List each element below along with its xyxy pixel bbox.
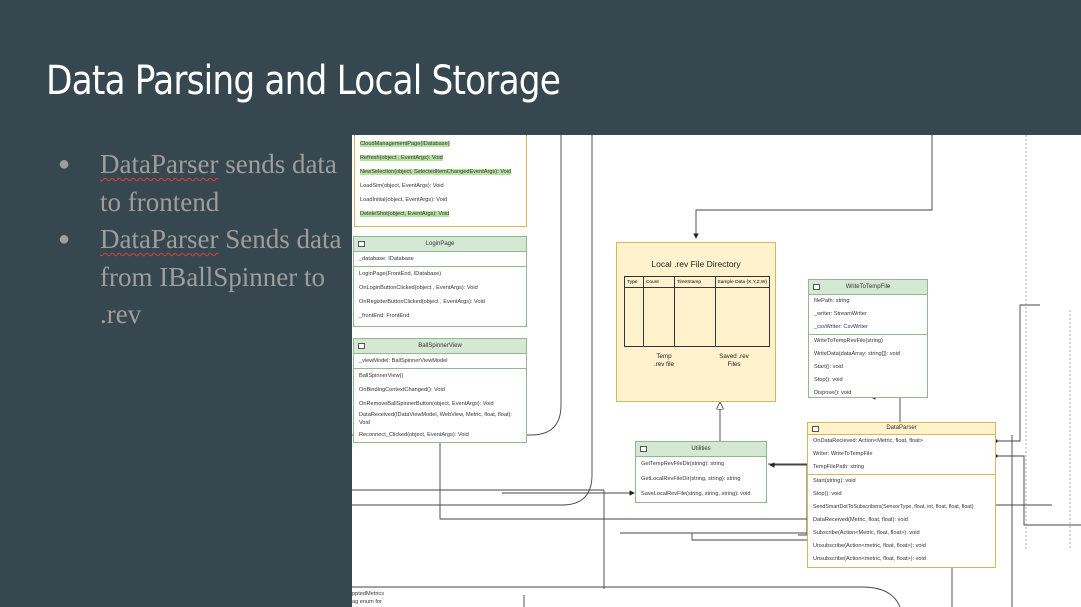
data-parser-class: DataParser OnDataRecieved: Action<Metric… <box>807 422 996 568</box>
class-field: TempFilePath: string <box>813 464 864 470</box>
collapse-icon <box>358 343 365 349</box>
class-method: BallSpinnerView() <box>359 373 404 379</box>
class-method: GetLocalRevFileDir(string, string): stri… <box>641 476 741 482</box>
column-header: Count <box>642 276 675 288</box>
class-member: DeleteShot(object, EventArgs): Void <box>360 211 450 217</box>
bullet-text: sends data to frontend <box>100 149 337 217</box>
class-method: OnRegisterButtonClicked(object , EventAr… <box>359 299 485 305</box>
class-field: _csvWriter: CsvWriter <box>814 324 868 330</box>
class-field: _viewModel: BallSpinnerViewModel <box>359 358 448 364</box>
file-directory-title: Local .rev File Directory <box>651 259 741 269</box>
class-method: OnLoginButtonClicked(object , EventArgs)… <box>359 285 478 291</box>
class-diagram: CloudManagementPage(IDatabase) Refresh(o… <box>352 135 1081 607</box>
class-method: SendSmartDotToSubscribers(SensorType, fl… <box>813 504 974 510</box>
class-method: DataReceived(IDataViewModel, WebView, Me… <box>359 412 512 418</box>
class-method: Start(): void <box>814 364 843 370</box>
collapse-icon <box>813 284 820 290</box>
class-method: Unsubscribe(Action<metric, float, float>… <box>813 543 926 549</box>
class-member: CloudManagementPage(IDatabase) <box>360 141 450 147</box>
class-method: Void <box>359 420 370 426</box>
class-field: Writer: WriteToTempFile <box>813 451 873 457</box>
class-field: OnDataRecieved: Action<Metric, float, fl… <box>813 438 924 444</box>
bullet-lead: DataParser <box>100 149 219 179</box>
class-header: Utilities <box>636 442 766 457</box>
cloud-management-page-class: CloudManagementPage(IDatabase) Refresh(o… <box>354 135 527 227</box>
fragment-text: ag enum for <box>352 599 382 605</box>
class-header: DataParser <box>808 423 995 435</box>
rev-file-table: Type Count TimeStamp Sample Data (X,Y,Z,… <box>624 276 770 347</box>
class-member: Refresh(object , EventArgs): Void <box>360 155 443 161</box>
collapse-icon <box>358 241 365 247</box>
class-member: NewSelection(object, SelectedItemChanged… <box>360 169 512 175</box>
bullet-item: ● DataParser Sends data from IBallSpinne… <box>58 221 348 334</box>
class-field: filePath: string <box>814 298 850 304</box>
bullet-dot-icon: ● <box>58 153 71 175</box>
saved-rev-files-label: Saved .rev Files <box>719 353 749 368</box>
bullet-item: ● DataParser sends data to frontend <box>58 146 348 221</box>
class-header: WriteToTempFile <box>809 280 927 295</box>
class-method: WriteToTempRevFile(string) <box>814 338 883 344</box>
class-method: LoginPage(FrontEnd, IDatabase) <box>359 271 442 277</box>
class-member: LoadInitial(object, EventArgs): Void <box>360 197 448 203</box>
bullet-list: ● DataParser sends data to frontend ● Da… <box>58 146 348 334</box>
class-header: BallSpinnerView <box>354 339 526 354</box>
class-method: Subscribe(Action<Metric, float, float>):… <box>813 530 920 536</box>
class-method: SaveLocalRevFile(string, string, string)… <box>641 491 751 497</box>
column-header: Type <box>624 276 644 288</box>
class-method: OnBindingContextChanged(): Void <box>359 387 445 393</box>
utilities-class: Utilities GetTempRevFileDir(string): str… <box>635 441 767 503</box>
class-header: LoginPage <box>354 237 526 252</box>
class-method: Start(string): void <box>813 478 856 484</box>
bullet-lead: DataParser <box>100 224 219 254</box>
slide-title: Data Parsing and Local Storage <box>46 58 561 104</box>
class-method: _frontEnd: FrontEnd <box>359 313 410 319</box>
class-method: Unsubscribe(Action<metric, float, float>… <box>813 556 926 562</box>
class-field: _writer: StreamWriter <box>814 311 867 317</box>
local-rev-file-directory: Local .rev File Directory Type Count Tim… <box>616 242 776 402</box>
bullet-text: Sends data from IBallSpinner to .rev <box>100 224 342 329</box>
class-method: WriteData(dataArray: string[]): void <box>814 351 901 357</box>
login-page-class: LoginPage _database: IDatabase LoginPage… <box>353 236 527 327</box>
temp-rev-file-label: Temp .rev file <box>654 353 674 368</box>
class-method: Reconnect_Clicked(object, EventArgs): Vo… <box>359 432 469 438</box>
class-method: Stop(): void <box>814 377 843 383</box>
column-header: TimeStamp <box>673 276 716 288</box>
collapse-icon <box>812 426 819 432</box>
class-member: LoadSim(object, EventArgs): Void <box>360 183 444 189</box>
bullet-dot-icon: ● <box>58 228 71 250</box>
class-method: DataReceived(Metric, float, float): void <box>813 517 908 523</box>
class-method: OnRemoveBallSpinnerButton(object, EventA… <box>359 401 494 407</box>
collapse-icon <box>640 446 647 452</box>
ball-spinner-view-class: BallSpinnerView _viewModel: BallSpinnerV… <box>353 338 527 443</box>
fragment-text: pptedMetrics <box>352 591 385 597</box>
column-header: Sample Data (X,Y,Z,W) <box>714 276 770 288</box>
class-method: GetTempRevFileDir(string): string <box>641 461 724 467</box>
class-method: Dispose(): void <box>814 390 852 396</box>
write-to-temp-file-class: WriteToTempFile filePath: string _writer… <box>808 279 928 398</box>
class-method: Stop(): void <box>813 491 842 497</box>
class-field: _database: IDatabase <box>359 256 414 262</box>
